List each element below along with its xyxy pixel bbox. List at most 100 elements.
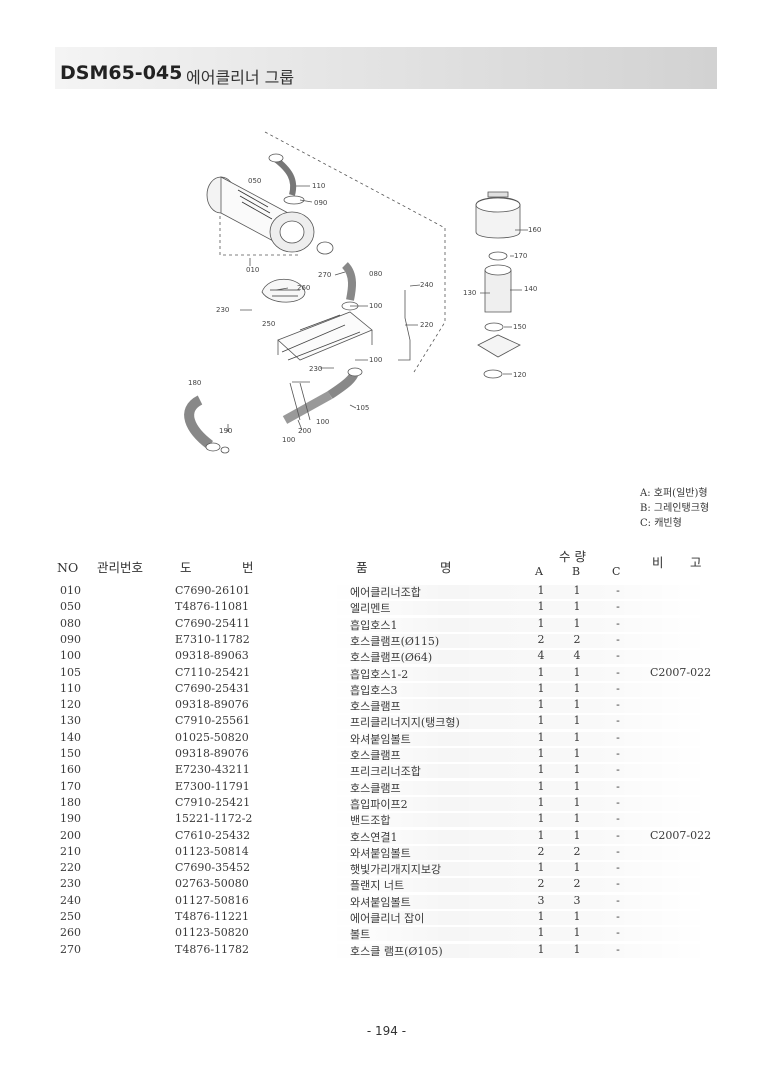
diagram-label: 170 (514, 252, 527, 260)
cell-drawing-no: C7690-25431 (175, 682, 251, 695)
cell-qty-c: - (616, 926, 620, 939)
table-row (330, 911, 710, 925)
cell-no: 140 (60, 731, 81, 744)
cell-qty-b: 1 (573, 682, 581, 695)
cell-part-name: 흡입호스1 (350, 619, 398, 632)
cell-drawing-no: C7110-25421 (175, 666, 251, 679)
cell-no: 180 (60, 796, 81, 809)
cell-drawing-no: E7310-11782 (175, 633, 250, 646)
cell-qty-c: - (616, 845, 620, 858)
cell-qty-b: 1 (573, 584, 581, 597)
diagram-label: 190 (219, 427, 232, 435)
cell-qty-c: - (616, 943, 620, 956)
cell-qty-c: - (616, 747, 620, 760)
cell-qty-a: 1 (537, 666, 545, 679)
cell-qty-a: 1 (537, 731, 545, 744)
legend-item: C: 캐빈형 (640, 518, 682, 529)
header-part-name-2: 명 (440, 560, 452, 575)
diagram-label: 050 (248, 177, 261, 185)
cell-part-name: 호스클램프(Ø115) (350, 635, 440, 648)
diagram-label: 180 (188, 379, 201, 387)
table-row (330, 748, 710, 762)
cell-qty-c: - (616, 666, 620, 679)
table-row (330, 846, 710, 860)
cell-qty-a: 1 (537, 763, 545, 776)
header-remark-2: 고 (690, 555, 702, 570)
cell-qty-b: 1 (573, 763, 581, 776)
cell-qty-c: - (616, 698, 620, 711)
cell-no: 100 (60, 649, 81, 662)
cell-qty-a: 1 (537, 861, 545, 874)
cell-qty-a: 1 (537, 943, 545, 956)
header-drawing-1: 도 (180, 560, 192, 575)
cell-remark: C2007-022 (650, 666, 712, 679)
cell-qty-a: 4 (537, 649, 545, 662)
table-row (330, 944, 710, 958)
cell-part-name: 호스클램프(Ø64) (350, 651, 433, 664)
diagram-label: 240 (420, 281, 433, 289)
cell-qty-a: 1 (537, 600, 545, 613)
cell-no: 260 (60, 926, 81, 939)
table-row (330, 862, 710, 876)
cell-drawing-no: T4876-11221 (175, 910, 250, 923)
cell-qty-b: 1 (573, 943, 581, 956)
cell-qty-c: - (616, 796, 620, 809)
cell-part-name: 에어클리너조합 (350, 586, 421, 599)
model-legend: A: 호퍼(일반)형 B: 그레인탱크형 C: 캐빈형 (640, 486, 709, 531)
cell-part-name: 와셔붙임볼트 (350, 847, 411, 860)
cell-no: 105 (60, 666, 81, 679)
cell-part-name: 프리클리너지지(탱크형) (350, 716, 460, 729)
cell-drawing-no: 01127-50816 (175, 894, 249, 907)
diagram-label: 100 (369, 356, 382, 364)
cell-qty-b: 3 (573, 894, 581, 907)
cell-qty-b: 2 (573, 877, 581, 890)
cell-no: 270 (60, 943, 81, 956)
group-name: 에어클리너 그룹 (186, 68, 295, 87)
cell-no: 120 (60, 698, 81, 711)
cell-qty-c: - (616, 714, 620, 727)
cell-drawing-no: 09318-89076 (175, 698, 249, 711)
cell-qty-b: 1 (573, 910, 581, 923)
cell-qty-c: - (616, 894, 620, 907)
cell-qty-b: 1 (573, 600, 581, 613)
cell-no: 090 (60, 633, 81, 646)
header-drawing-2: 번 (242, 560, 254, 575)
cell-qty-c: - (616, 633, 620, 646)
diagram-label: 080 (369, 270, 382, 278)
header-mgmt-no: 관리번호 (97, 560, 144, 575)
cell-drawing-no: C7610-25432 (175, 829, 251, 842)
cell-drawing-no: T4876-11081 (175, 600, 250, 613)
diagram-label: 270 (318, 271, 331, 279)
diagram-label: 090 (314, 199, 327, 207)
cell-no: 110 (60, 682, 81, 695)
diagram-label: 110 (312, 182, 325, 190)
cell-no: 190 (60, 812, 81, 825)
cell-qty-a: 1 (537, 584, 545, 597)
table-row (330, 878, 710, 892)
cell-part-name: 프리크리너조합 (350, 765, 421, 778)
cell-qty-c: - (616, 812, 620, 825)
cell-qty-a: 1 (537, 682, 545, 695)
table-row (330, 764, 710, 778)
table-row (330, 927, 710, 941)
header-qty-a: A (535, 565, 543, 578)
cell-qty-b: 1 (573, 731, 581, 744)
cell-no: 250 (60, 910, 81, 923)
table-row (330, 585, 710, 599)
cell-part-name: 호스클 램프(Ø105) (350, 945, 443, 958)
cell-drawing-no: C7910-25421 (175, 796, 251, 809)
cell-qty-b: 1 (573, 926, 581, 939)
cell-qty-b: 1 (573, 747, 581, 760)
cell-qty-a: 1 (537, 747, 545, 760)
cell-no: 240 (60, 894, 81, 907)
table-row (330, 732, 710, 746)
diagram-label: 140 (524, 285, 537, 293)
cell-part-name: 엘리멘트 (350, 602, 391, 615)
cell-qty-b: 1 (573, 812, 581, 825)
cell-part-name: 흡입호스3 (350, 684, 398, 697)
legend-item: A: 호퍼(일반)형 (640, 488, 708, 499)
diagram-label: 250 (262, 320, 275, 328)
cell-qty-c: - (616, 617, 620, 630)
cell-qty-a: 1 (537, 698, 545, 711)
title-banner (55, 47, 717, 89)
